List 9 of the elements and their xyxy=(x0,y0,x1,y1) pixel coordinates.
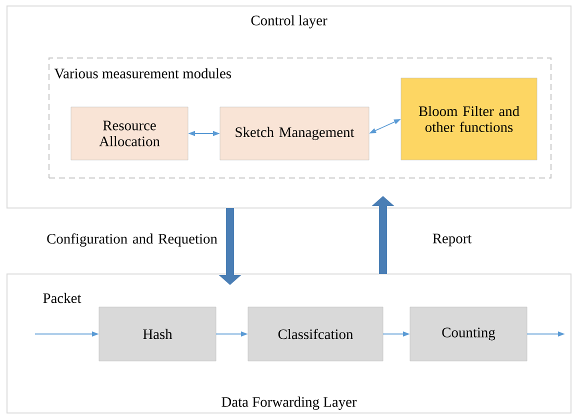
module-box: Sketch Management xyxy=(220,106,370,160)
module-box: Resource Allocation xyxy=(70,106,188,160)
module-box: Hash xyxy=(98,306,216,362)
edge-label: Configuration and Requetion xyxy=(47,233,218,247)
module-box: Bloom Filter and other functions xyxy=(400,78,538,160)
edge-label: Report xyxy=(432,234,472,246)
edge-label: Packet xyxy=(43,292,82,304)
module-box: Classifcation xyxy=(248,306,384,362)
module-box: Counting xyxy=(410,306,528,362)
